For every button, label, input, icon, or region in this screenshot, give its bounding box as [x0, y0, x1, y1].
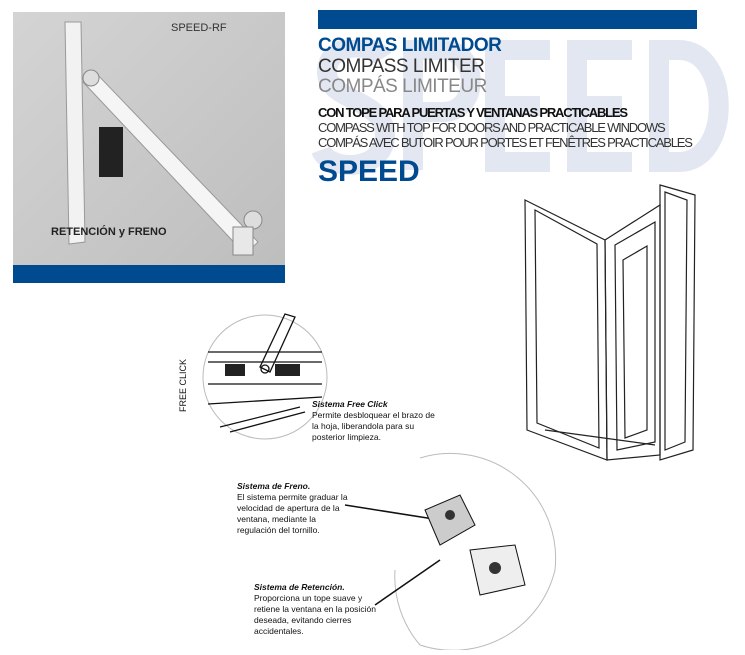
watermark-letter-d: [649, 40, 729, 172]
product-photo: SPEED-RF RETENCIÓN y FRENO: [13, 12, 285, 283]
title-es: COMPAS LIMITADOR: [318, 35, 502, 56]
photo-band: [13, 265, 285, 283]
subtitle-es: CON TOPE PARA PUERTAS Y VENTANAS PRACTIC…: [318, 105, 628, 120]
retencion-note: Sistema de Retención. Proporciona un top…: [254, 582, 379, 637]
title-en: COMPASS LIMITER: [318, 56, 485, 77]
window-illustration: [524, 184, 696, 461]
subtitle-fr: COMPÁS AVEC BUTOIR POUR PORTES ET FENÊTR…: [318, 135, 693, 150]
retencion-title: Sistema de Retención.: [254, 582, 345, 592]
brake-detail: [344, 452, 557, 650]
watermark-letter-p: [403, 40, 481, 170]
photo-caption: RETENCIÓN y FRENO: [51, 226, 167, 238]
title-fr: COMPÁS LIMITEUR: [318, 76, 487, 97]
free-click-detail: [202, 313, 328, 440]
watermark-letter-s: [311, 40, 396, 175]
compass-arm-image: [64, 21, 263, 256]
free-click-note: Sistema Free Click Permite desbloquear e…: [312, 399, 437, 443]
header-bar: [318, 10, 697, 29]
freno-note: Sistema de Freno. El sistema permite gra…: [237, 481, 349, 536]
free-click-label: FREE CLICK: [178, 358, 188, 412]
watermark: [311, 40, 729, 175]
retencion-text: Proporciona un tope suave y retiene la v…: [254, 593, 376, 636]
free-click-text: Permite desbloquear el brazo de la hoja,…: [312, 410, 435, 442]
free-click-title: Sistema Free Click: [312, 399, 388, 409]
watermark-letter-e: [567, 40, 632, 172]
freno-title: Sistema de Freno.: [237, 481, 311, 491]
product-name: SPEED: [318, 155, 420, 188]
model-code: SPEED-RF: [171, 22, 227, 34]
subtitle-en: COMPASS WITH TOP FOR DOORS AND PRACTICAB…: [318, 120, 666, 135]
watermark-letter-e: [485, 40, 550, 172]
freno-text: El sistema permite graduar la velocidad …: [237, 492, 348, 535]
